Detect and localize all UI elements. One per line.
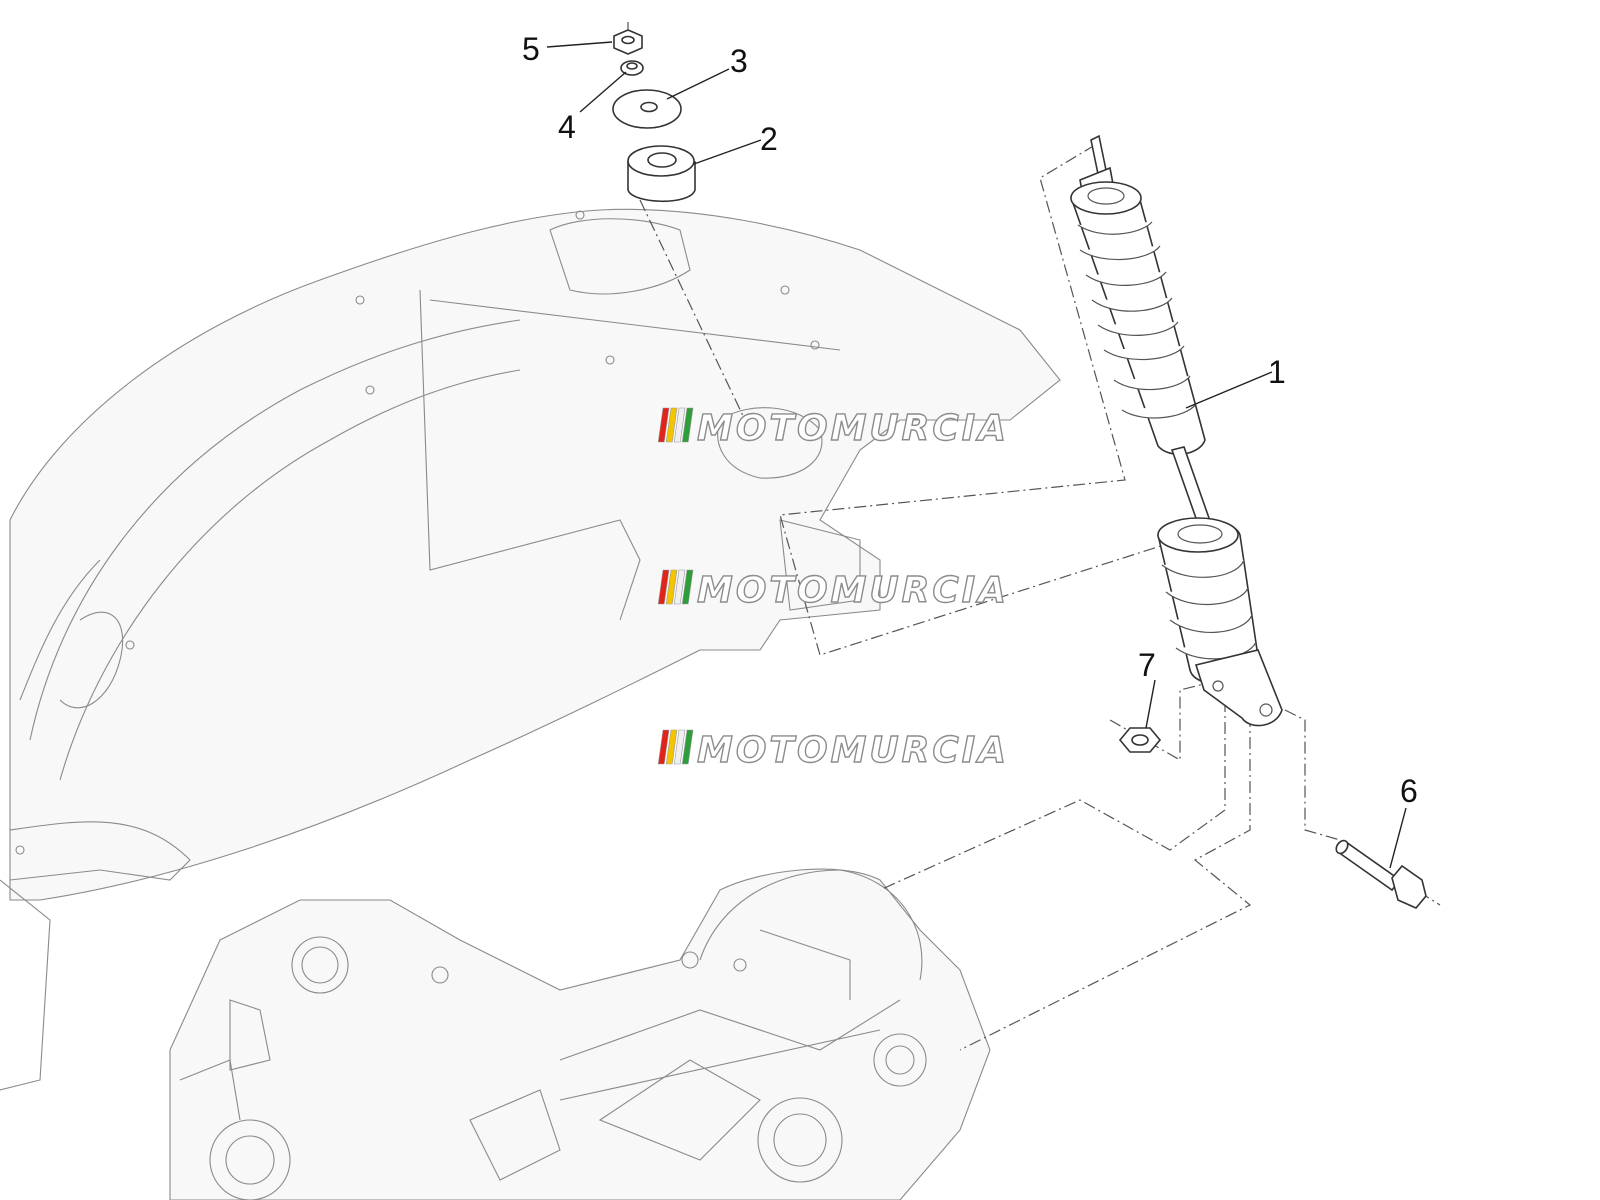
callout-labels: 1 2 3 4 5 6 7: [522, 31, 1418, 809]
part-7-lock-nut: [1118, 727, 1162, 753]
watermark-1: MOTOMURCIA: [657, 407, 1009, 450]
watermark-stripes: [657, 569, 694, 605]
callout-1: 1: [1268, 354, 1286, 390]
watermark-text: MOTOMURCIA: [697, 570, 1009, 611]
engine-crankcase: [169, 868, 991, 1200]
watermark-2: MOTOMURCIA: [657, 569, 1009, 612]
callout-6: 6: [1400, 773, 1418, 809]
callout-5: 5: [522, 31, 540, 67]
part-3-flat-washer: [612, 89, 682, 129]
callout-4: 4: [558, 109, 576, 145]
watermark-text: MOTOMURCIA: [697, 408, 1009, 449]
part-5-nut: [613, 29, 643, 55]
callout-3: 3: [730, 43, 748, 79]
watermark-text: MOTOMURCIA: [697, 730, 1009, 771]
watermark-3: MOTOMURCIA: [657, 729, 1009, 772]
part-2-bushing: [627, 145, 696, 203]
watermark-stripes: [657, 729, 694, 765]
rear-mudguard: [0, 208, 1061, 1091]
leader-lines: [546, 41, 1407, 869]
assembly-lines: [627, 22, 1441, 1051]
part-6-bolt: [1335, 839, 1427, 909]
callout-2: 2: [760, 121, 778, 157]
part-4-washer: [620, 60, 644, 76]
watermark-stripes: [657, 407, 694, 443]
part-1-shock-absorber: [1070, 134, 1283, 727]
callout-7: 7: [1138, 647, 1156, 683]
